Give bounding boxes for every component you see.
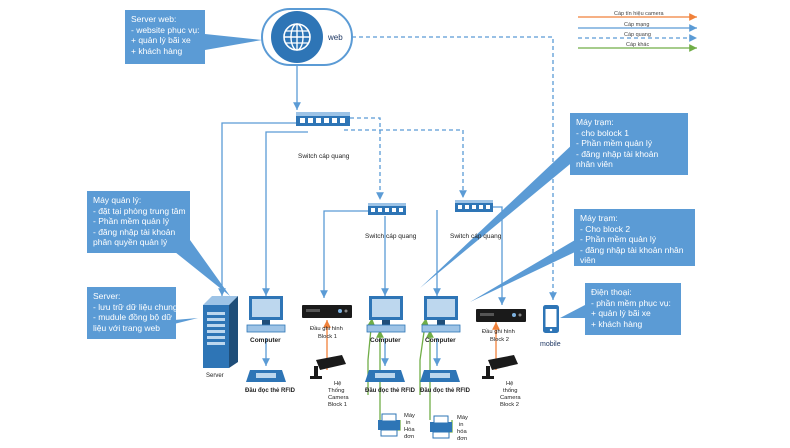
callout-manager-line-5: phân quyền quản lý — [93, 237, 168, 247]
mobile-label: mobile — [540, 341, 561, 348]
callout-station-block2: Máy trạm: - Cho block 2 - Phần mềm quản … — [574, 209, 695, 266]
callout-pointer-station2 — [470, 240, 575, 302]
callout-web-line-4: + khách hàng — [131, 45, 183, 56]
callout-station2-line-4: - đăng nhập tài khoản nhân — [580, 244, 684, 255]
callout-station1-line-4: - đăng nhập tài khoản — [576, 148, 659, 159]
callout-server-line-4: liệu với trang web — [93, 322, 160, 333]
printer-block1-icon — [378, 413, 400, 437]
callout-server: Server: - lưu trữ dữ liệu chung - mudule… — [87, 287, 178, 339]
callout-phone-line-1: Điện thoại: — [591, 287, 632, 297]
callout-server-line-2: - lưu trữ dữ liệu chung — [93, 301, 178, 312]
callout-station2-line-2: - Cho block 2 — [580, 223, 631, 234]
camera-block1-label-3: Camera — [328, 395, 349, 401]
callout-phone-line-4: + khách hàng — [591, 318, 643, 329]
camera-block2-icon — [482, 355, 518, 379]
switch-block1-icon — [368, 203, 406, 215]
printer-block2-label-1: Máy — [457, 415, 468, 421]
server-icon — [203, 296, 238, 368]
camera-block1-label-2: Thống — [328, 388, 344, 394]
computer-main-icon — [246, 296, 286, 333]
legend-fiber-label: Cáp quang — [624, 32, 651, 38]
camera-block1-label-1: Hệ — [334, 381, 341, 387]
main-switch-icon — [296, 112, 350, 126]
recorder-block2-label-2: Block 2 — [490, 337, 509, 343]
printer-block1-label-3: Hóa — [404, 427, 415, 433]
callout-web-line-3: + quản lý bãi xe — [131, 35, 191, 45]
callout-phone: Điện thoại: - phần mềm phục vụ: + quản l… — [585, 283, 681, 335]
printer-block1-label-4: đơn — [404, 434, 414, 440]
printer-block1-label-1: Máy — [404, 413, 415, 419]
web-label: web — [327, 33, 343, 42]
rfid-reader-block1-label: Đầu đọc thẻ RFID — [365, 388, 416, 394]
camera-block1-icon — [310, 355, 346, 379]
recorder-block1-label-2: Block 1 — [318, 334, 337, 340]
callout-web-line-1: Server web: — [131, 14, 177, 24]
rfid-reader-main-icon — [246, 370, 286, 382]
server-label: Server — [206, 373, 224, 379]
rfid-reader-main-label: Đầu đọc thẻ RFID — [245, 388, 296, 394]
recorder-block2-label-1: Đầu ghi hình — [482, 329, 515, 335]
printer-block1-label-2: in — [406, 420, 411, 426]
switch-block2-label: Switch cáp quang — [450, 233, 502, 240]
recorder-block2-icon — [476, 309, 526, 322]
callout-web-server: Server web: - website phục vụ: + quản lý… — [125, 10, 205, 64]
recorder-block1-label-1: Đầu ghi hình — [310, 326, 343, 332]
printer-block2-icon — [430, 415, 452, 439]
callout-web-line-2: - website phục vụ: — [131, 24, 200, 35]
legend-lan-label: Cáp mạng — [624, 22, 649, 28]
computer-block2-label: Computer — [425, 337, 456, 344]
callout-manager-line-1: Máy quản lý: — [93, 195, 142, 205]
printer-block2-label-4: đơn — [457, 436, 467, 442]
callout-station1-line-2: - cho bolock 1 — [576, 127, 629, 138]
camera-block2-label-3: Camera — [500, 395, 521, 401]
legend-power-label: Cáp khác — [626, 42, 649, 48]
callout-pointer-manager — [160, 240, 230, 296]
recorder-block1-icon — [302, 305, 352, 318]
switch-block1-label: Switch cáp quang — [365, 233, 417, 240]
rfid-reader-block2-label: Đầu đọc thẻ RFID — [420, 388, 471, 394]
callout-station-block1: Máy trạm: - cho bolock 1 - Phần mềm quản… — [570, 113, 688, 175]
computer-block2-icon — [421, 296, 461, 333]
printer-block2-label-2: in — [459, 422, 464, 428]
callout-station2-line-3: - Phần mềm quản lý — [580, 234, 657, 244]
callout-station2-line-5: viên — [580, 255, 596, 265]
callout-phone-line-2: - phần mềm phục vụ: — [591, 297, 671, 308]
callout-manager: Máy quản lý: - đặt tại phòng trung tâm -… — [87, 191, 190, 253]
callout-manager-line-2: - đặt tại phòng trung tâm — [93, 205, 186, 216]
camera-block1-label-4: Block 1 — [328, 402, 347, 408]
callout-manager-line-3: - Phần mềm quản lý — [93, 216, 170, 226]
callout-manager-line-4: - đăng nhập tài khoản — [93, 226, 176, 237]
callout-station2-line-1: Máy trạm: — [580, 213, 618, 223]
camera-block2-label-4: Block 2 — [500, 402, 519, 408]
legend: Cáp tín hiệu camera Cáp mạng Cáp quang C… — [578, 11, 697, 52]
callout-station1-line-5: nhân viên — [576, 159, 613, 169]
camera-block2-label-1: Hệ — [506, 381, 513, 387]
legend-camera-label: Cáp tín hiệu camera — [614, 11, 664, 17]
callout-station1-line-3: - Phần mềm quản lý — [576, 138, 653, 148]
mobile-phone-icon — [543, 305, 559, 333]
main-switch-label: Switch cáp quang — [298, 153, 350, 160]
camera-block2-label-2: thống — [503, 388, 518, 394]
callout-phone-line-3: + quản lý bãi xe — [591, 308, 651, 318]
printer-block2-label-3: hóa — [457, 429, 467, 435]
callout-pointer-phone — [560, 305, 585, 318]
callout-server-line-1: Server: — [93, 291, 121, 301]
callout-pointer-web — [205, 34, 262, 50]
switch-block2-icon — [455, 200, 493, 212]
callout-server-line-3: - mudule đồng bộ dữ — [93, 312, 172, 322]
rfid-reader-block2-icon — [420, 370, 460, 382]
rfid-reader-block1-icon — [365, 370, 405, 382]
computer-main-label: Computer — [250, 337, 281, 344]
callout-pointer-station1 — [420, 142, 575, 288]
callout-station1-line-1: Máy trạm: — [576, 117, 614, 127]
computer-block1-icon — [366, 296, 406, 333]
computer-block1-label: Computer — [370, 337, 401, 344]
